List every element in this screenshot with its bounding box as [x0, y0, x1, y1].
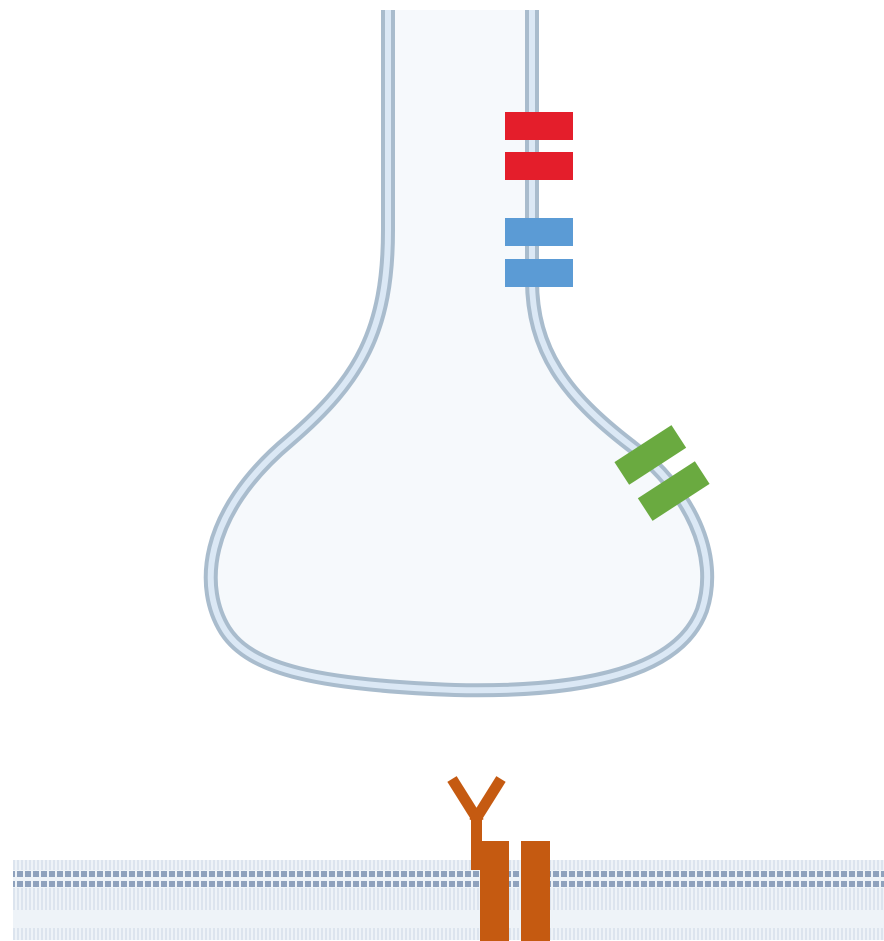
channel-right-subunit [521, 841, 550, 941]
blue-receptor-top [505, 218, 573, 246]
receptor-arm-right [474, 779, 501, 822]
postsynaptic-membrane [13, 860, 884, 940]
channel-left-subunit [480, 841, 509, 941]
lipid-bilayer [13, 860, 884, 940]
red-receptor-top [505, 112, 573, 140]
terminal-membrane-outer [211, 10, 707, 690]
terminal-top-cover [380, 0, 540, 10]
red-receptor-bottom [505, 152, 573, 180]
blue-receptor-bottom [505, 259, 573, 287]
presynaptic-terminal [211, 0, 707, 690]
